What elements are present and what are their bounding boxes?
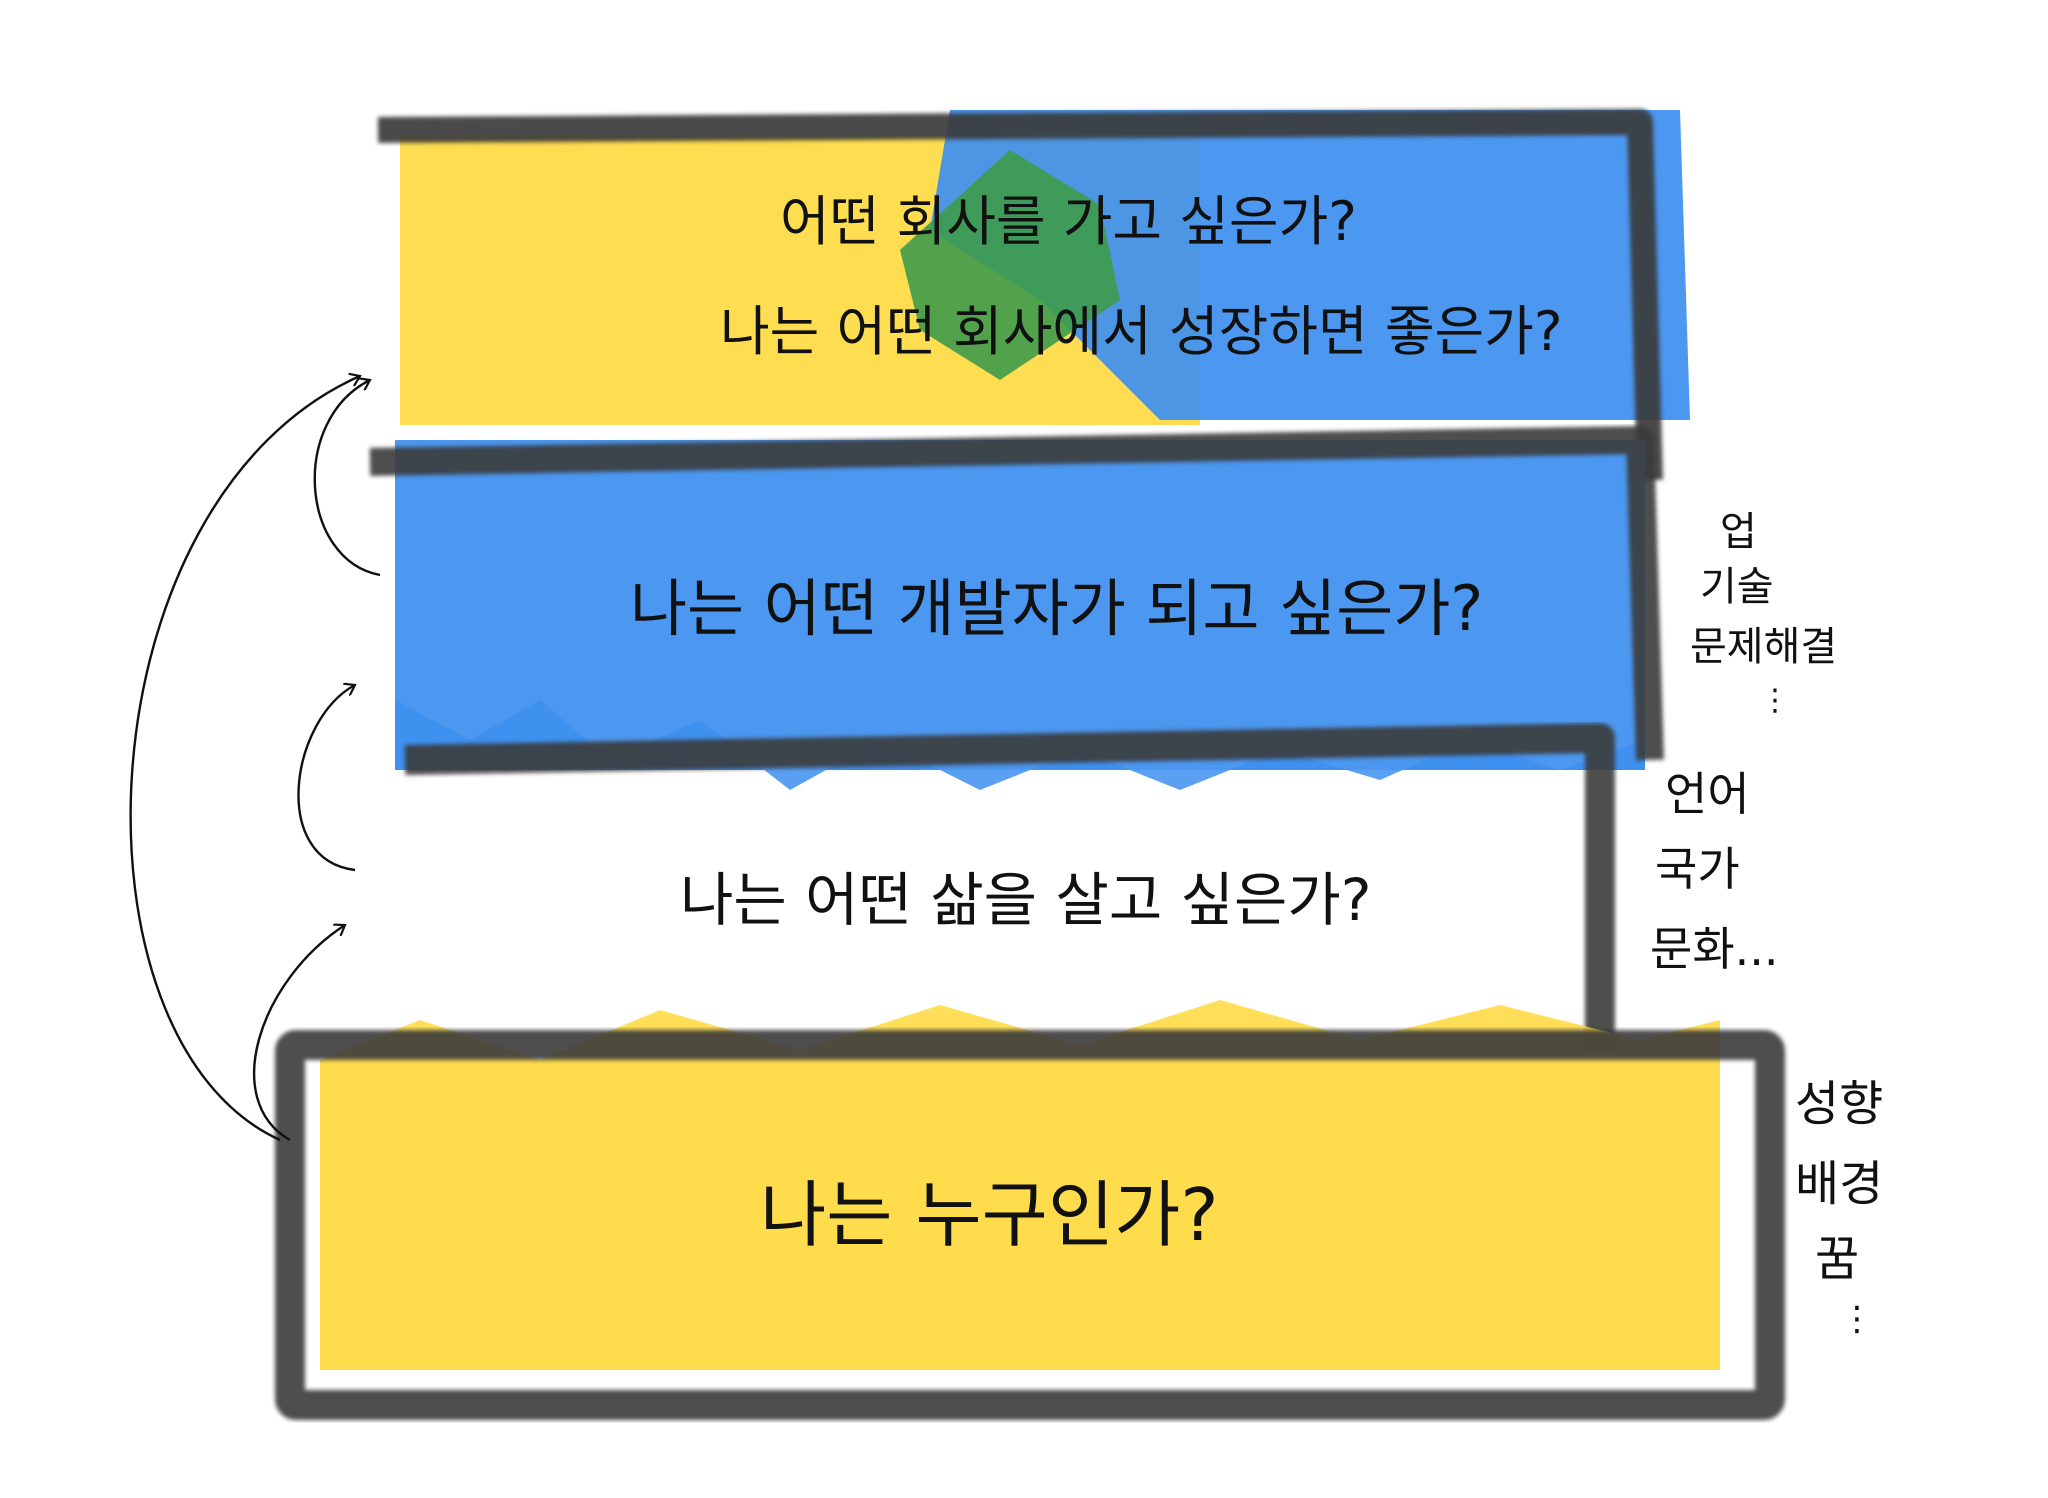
- life-frame: [404, 723, 1615, 1050]
- note-life-3: 문화...: [1650, 922, 1779, 976]
- arrow-self-to-life: [253, 925, 345, 1142]
- arrow-life-to-developer: [297, 685, 355, 872]
- developer-question: 나는 어떤 개발자가 되고 싶은가?: [630, 572, 1483, 645]
- note-developer-2: 기술: [1700, 564, 1774, 610]
- company-question-2: 나는 어떤 회사에서 성장하면 좋은가?: [720, 300, 1563, 363]
- arrow-developer-to-company: [313, 380, 381, 577]
- note-developer-4: ⋮: [1760, 683, 1790, 718]
- arrow-self-to-company: [129, 376, 360, 1142]
- note-life-2: 국가: [1655, 842, 1740, 896]
- developer-frame: [369, 426, 1664, 761]
- company-question-1: 어떤 회사를 가고 싶은가?: [780, 190, 1357, 253]
- company-frame: [377, 109, 1663, 481]
- side-notes-developer: 업 기술 문제해결 ⋮: [1690, 509, 1837, 718]
- note-self-2: 배경: [1795, 1156, 1883, 1212]
- note-developer-3: 문제해결: [1690, 624, 1837, 670]
- note-life-1: 언어: [1665, 767, 1750, 821]
- self-frame: [275, 1030, 1785, 1420]
- note-self-1: 성향: [1795, 1076, 1883, 1132]
- company-blue-fill: [930, 110, 1690, 420]
- level-developer-box: 나는 어떤 개발자가 되고 싶은가?: [369, 426, 1664, 790]
- side-notes-self: 성향 배경 꿈 ⋮: [1795, 1076, 1883, 1339]
- self-yellow-fill: [320, 1060, 1720, 1370]
- self-question: 나는 누구인가?: [760, 1173, 1219, 1257]
- side-notes-life: 언어 국가 문화...: [1650, 767, 1779, 976]
- arrows: [129, 376, 381, 1142]
- company-green-overlap: [900, 150, 1120, 380]
- note-self-3: 꿈: [1815, 1231, 1859, 1287]
- life-question: 나는 어떤 삶을 살고 싶은가?: [680, 866, 1372, 934]
- note-developer-1: 업: [1720, 509, 1757, 555]
- note-self-4: ⋮: [1840, 1299, 1874, 1339]
- developer-blue-fill: [395, 440, 1645, 770]
- level-self-box: 나는 누구인가?: [275, 1000, 1785, 1420]
- level-life-box: 나는 어떤 삶을 살고 싶은가?: [385, 723, 1615, 1070]
- level-company-box: 어떤 회사를 가고 싶은가? 나는 어떤 회사에서 성장하면 좋은가?: [364, 109, 1690, 481]
